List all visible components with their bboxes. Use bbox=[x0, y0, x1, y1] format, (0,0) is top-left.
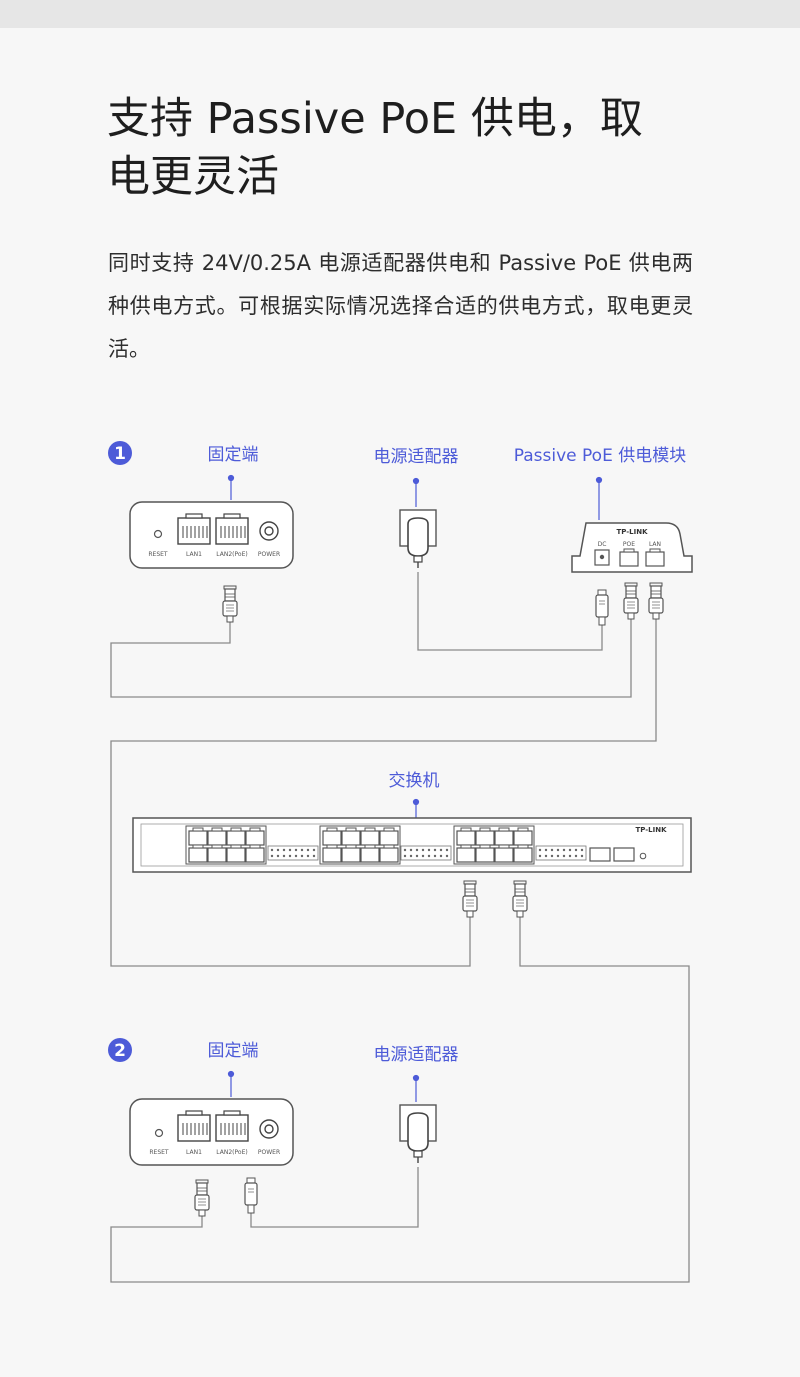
switch-section: 交换机 bbox=[132, 771, 692, 918]
dc-plug-poe-module bbox=[595, 589, 609, 626]
lan1-port-label-2: LAN1 bbox=[186, 1149, 202, 1156]
poe-module-label: Passive PoE 供电模块 bbox=[514, 446, 686, 466]
connection-lines bbox=[110, 572, 690, 1283]
power-port-label-2: POWER bbox=[258, 1149, 280, 1156]
cable-device1-to-poe-port bbox=[110, 618, 632, 698]
pointer-markers-2 bbox=[227, 1070, 420, 1102]
dc-plug-device-2 bbox=[244, 1177, 258, 1214]
rj45-plug-switch-1 bbox=[462, 880, 478, 918]
svg-text:2: 2 bbox=[114, 1041, 126, 1061]
lan2-port-label-1: LAN2(PoE) bbox=[216, 551, 247, 558]
adapter-label-2: 电源适配器 bbox=[374, 1045, 459, 1065]
cable-lan-to-switch-top bbox=[110, 618, 657, 967]
sfp-port-2 bbox=[613, 847, 635, 862]
switch-port-bank-2 bbox=[319, 825, 401, 865]
rj45-plug-poe-port bbox=[623, 582, 639, 620]
switch-brand: TP-LINK bbox=[635, 826, 667, 834]
fixed-end-label-1: 固定端 bbox=[208, 445, 259, 465]
sfp-port-1 bbox=[589, 847, 611, 862]
step-1-badge: 1 bbox=[108, 441, 132, 465]
poe-module-brand: TP-LINK bbox=[616, 528, 648, 536]
pointer-markers-1 bbox=[227, 474, 603, 520]
fixed-end-label-2: 固定端 bbox=[208, 1041, 259, 1061]
poe-module: TP-LINK DC POE LAN bbox=[571, 522, 693, 573]
adapter-label-1: 电源适配器 bbox=[374, 447, 459, 467]
power-adapter-1 bbox=[399, 509, 437, 569]
switch-port-bank-1 bbox=[185, 825, 267, 865]
lan-port-label: LAN bbox=[649, 541, 661, 548]
cable-adapter1-to-dc bbox=[417, 572, 603, 651]
fixed-end-device-1: RESET LAN1 LAN2(PoE) POWER bbox=[129, 501, 294, 569]
switch-pointer bbox=[412, 798, 420, 818]
page-title-line-1: 支持 Passive PoE 供电，取 bbox=[107, 94, 643, 144]
rj45-plug-switch-2 bbox=[512, 880, 528, 918]
section-1: 1 固定端 电源适配器 Passive PoE 供电模块 RESET LAN1 … bbox=[108, 441, 693, 626]
page-title-line-2: 电更灵活 bbox=[107, 152, 279, 202]
svg-text:1: 1 bbox=[114, 444, 126, 464]
rj45-plug-lan-port bbox=[648, 582, 664, 620]
fixed-end-device-2: RESET LAN1 LAN2(PoE) POWER bbox=[129, 1098, 294, 1166]
switch-label: 交换机 bbox=[389, 771, 440, 791]
reset-port-label-1: RESET bbox=[148, 551, 168, 558]
page-title: 支持 Passive PoE 供电，取 电更灵活 bbox=[107, 90, 707, 206]
reset-port-label-2: RESET bbox=[149, 1149, 169, 1156]
switch-port-bank-3 bbox=[453, 825, 535, 865]
network-switch: TP-LINK bbox=[132, 817, 692, 873]
top-bar bbox=[0, 0, 800, 28]
lan1-port-label-1: LAN1 bbox=[186, 551, 202, 558]
poe-port-label: POE bbox=[623, 541, 635, 548]
rj45-plug-device-1 bbox=[222, 585, 238, 623]
power-adapter-2 bbox=[399, 1104, 437, 1164]
dc-port-label: DC bbox=[598, 541, 607, 548]
cable-adapter2-to-device2-dc bbox=[250, 1167, 419, 1228]
rj45-plug-device-2 bbox=[194, 1179, 210, 1217]
power-port-label-1: POWER bbox=[258, 551, 280, 558]
lan2-port-label-2: LAN2(PoE) bbox=[216, 1149, 247, 1156]
cable-switch-to-device2 bbox=[110, 916, 690, 1283]
section-2: 2 固定端 电源适配器 RESET LAN1 LAN2(PoE) POWER bbox=[108, 1038, 459, 1217]
step-2-badge: 2 bbox=[108, 1038, 132, 1062]
description-text: 同时支持 24V/0.25A 电源适配器供电和 Passive PoE 供电两种… bbox=[108, 251, 693, 361]
